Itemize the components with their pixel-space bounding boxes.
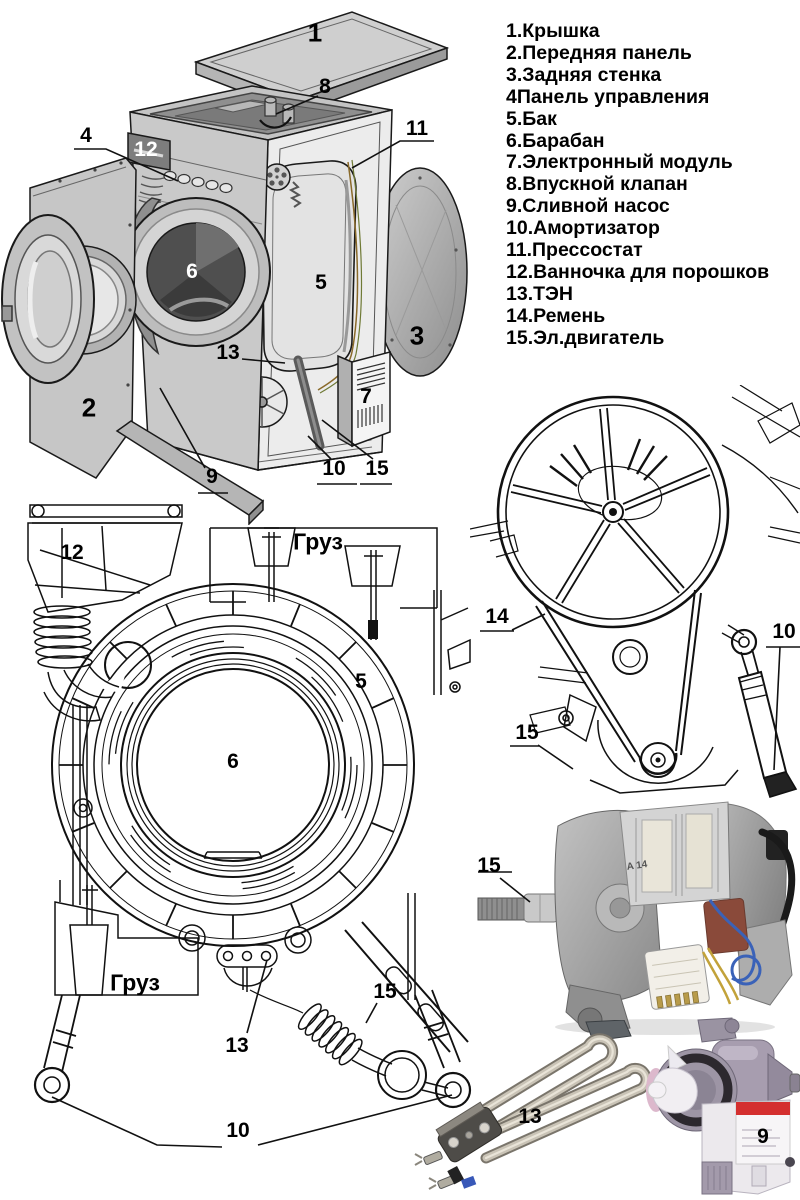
callout-exploded-pressostat: 11 — [405, 117, 429, 140]
tub-front-view-figure — [27, 504, 472, 1148]
callout-tub-counterweight-top: Груз — [293, 528, 343, 555]
legend-item: 10.Амортизатор — [506, 217, 660, 240]
legend-item: 2.Передняя панель — [506, 41, 692, 64]
legend-item: 5.Бак — [506, 107, 557, 130]
legend-item: 1.Крышка — [506, 20, 600, 42]
callout-belt-motor: 15 — [515, 721, 539, 744]
callout-photo-motor: 15 — [477, 854, 501, 877]
callout-exploded-drain-pump: 9 — [206, 465, 218, 488]
callout-exploded-tank: 5 — [315, 271, 327, 294]
legend-item: 6.Барабан — [506, 129, 605, 152]
legend-item: 12.Ванночка для порошков — [506, 260, 770, 283]
callout-exploded-front-panel: 2 — [81, 392, 97, 423]
motor-photo — [477, 801, 796, 1035]
callout-exploded-control-panel: 4 — [80, 124, 92, 147]
callout-belt-shock-absorber: 10 — [772, 620, 796, 643]
legend-item: 15.Эл.двигатель — [506, 326, 665, 349]
callout-exploded-drum: 6 — [186, 260, 198, 283]
parts-legend: 1.Крышка 2.Передняя панель 3.Задняя стен… — [506, 20, 798, 350]
callout-tub-motor: 15 — [373, 980, 397, 1003]
callout-exploded-rear-wall: 3 — [409, 320, 425, 351]
callout-exploded-shock-absorber: 10 — [322, 457, 346, 480]
callout-photo-heater: 13 — [518, 1105, 542, 1128]
callout-exploded-lid: 1 — [307, 17, 323, 48]
callout-exploded-module: 7 — [360, 385, 372, 408]
callout-exploded-detergent-tray: 12 — [134, 138, 158, 161]
callout-tub-counterweight-left: Груз — [110, 969, 160, 996]
legend-item: 7.Электронный модуль — [506, 151, 733, 174]
callout-tub-tank: 5 — [355, 670, 367, 693]
callout-exploded-heater: 13 — [216, 341, 240, 364]
legend-item: 8.Впускной клапан — [506, 173, 688, 196]
callout-belt-belt: 14 — [485, 605, 509, 628]
exploded-view-figure — [1, 11, 468, 525]
callout-tub-detergent-tray: 12 — [60, 541, 84, 564]
heater-photo — [414, 1020, 652, 1190]
callout-tub-shock-absorbers: 10 — [226, 1119, 250, 1142]
legend-item: 4Панель управления — [506, 85, 710, 108]
legend-item: 13.ТЭН — [506, 282, 573, 305]
legend-item: 3.Задняя стенка — [506, 63, 662, 86]
legend-item: 14.Ремень — [506, 304, 606, 327]
belt-drive-figure — [470, 385, 800, 798]
legend-item: 9.Сливной насос — [506, 195, 670, 218]
callout-photo-pump: 9 — [757, 1125, 769, 1148]
legend-item: 11.Прессостат — [506, 239, 643, 262]
pump-photo — [646, 1017, 800, 1195]
callout-tub-drum: 6 — [227, 750, 239, 773]
callout-tub-heater: 13 — [225, 1034, 249, 1057]
callout-exploded-motor: 15 — [365, 457, 389, 480]
callout-exploded-inlet-valve: 8 — [319, 75, 331, 98]
